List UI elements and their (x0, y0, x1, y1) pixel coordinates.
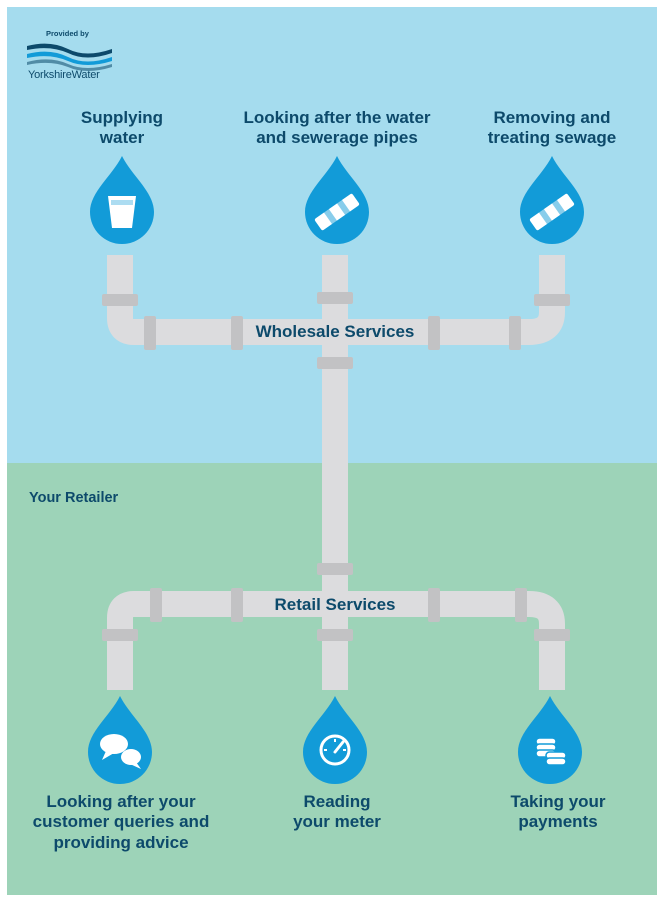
label-line: Taking your (510, 792, 606, 811)
label-line: Looking after your (46, 792, 196, 811)
supplying-water-label: Supplying water (12, 108, 232, 149)
your-retailer-heading: Your Retailer (29, 490, 119, 506)
label-line: Reading (303, 792, 371, 811)
pipe-icon (529, 193, 575, 231)
pipes-label: Looking after the water and sewerage pip… (215, 108, 459, 149)
water-drop-supplying (90, 156, 154, 244)
speech-bubbles-icon (100, 734, 141, 769)
water-drop-payments (518, 696, 582, 784)
label-line: customer queries and (32, 812, 210, 832)
reading-meter-label: Reading your meter (222, 792, 452, 833)
provided-by-label: Provided by (46, 29, 89, 38)
brand-name: YorkshireWater (28, 69, 100, 81)
label-line: your meter (293, 812, 381, 832)
label-line: Removing and (493, 108, 611, 127)
water-drop-meter (303, 696, 367, 784)
label-line: Supplying (80, 108, 164, 127)
meter-gauge-icon (319, 734, 351, 766)
water-drop-sewage (520, 156, 584, 244)
wholesale-services-label: Wholesale Services (255, 322, 415, 341)
water-drop-queries (88, 696, 152, 784)
pipe-icon (314, 193, 360, 231)
sewage-label: Removing and treating sewage (442, 108, 662, 149)
label-line: providing advice (53, 832, 189, 852)
payments-label: Taking your payments (443, 792, 663, 833)
customer-queries-label: Looking after your customer queries and … (6, 792, 236, 853)
label-line: and sewerage pipes (256, 128, 418, 148)
water-glass-icon (108, 196, 136, 228)
label-line: treating sewage (487, 128, 617, 148)
pipe-network (107, 255, 565, 690)
label-line: water (99, 128, 145, 148)
water-drop-pipes (305, 156, 369, 244)
pipe-joints (102, 292, 570, 641)
coin-stack-icon (535, 737, 567, 766)
label-line: payments (518, 812, 598, 832)
retail-services-label: Retail Services (274, 595, 396, 614)
yorkshire-water-logo (27, 43, 112, 71)
label-line: Looking after the water (243, 108, 431, 127)
